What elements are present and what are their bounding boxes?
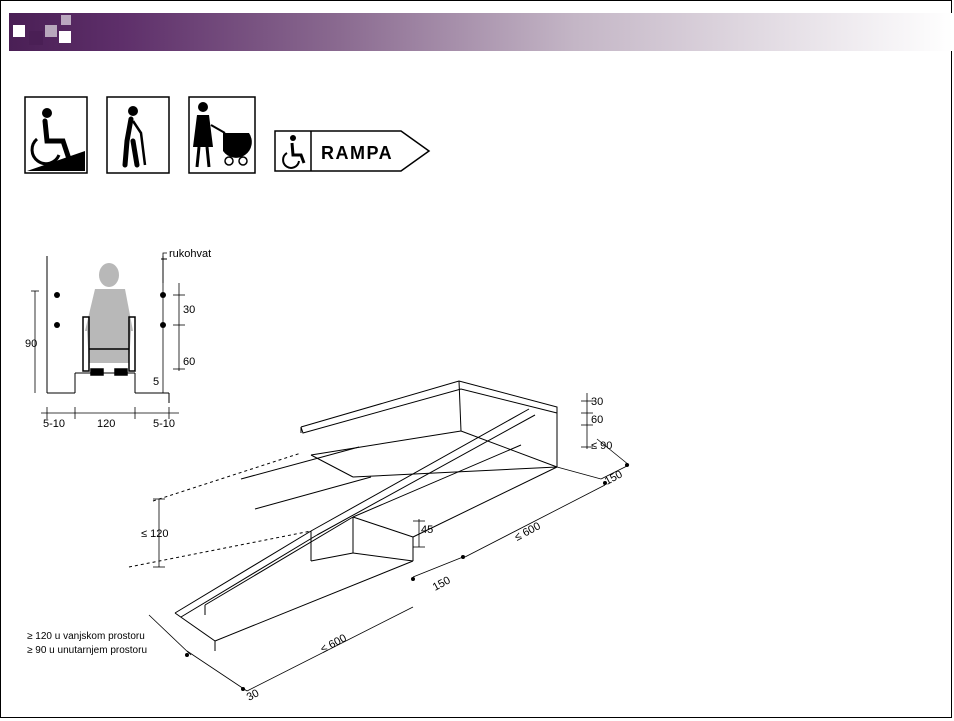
dim-left-gap-label: 5-10 (43, 418, 65, 430)
elderly-cane-icon (106, 96, 170, 174)
ramp-dim-60-top: 60 (591, 414, 603, 426)
wheelchair-frame (82, 316, 136, 376)
rampa-label: RAMPA (321, 143, 393, 163)
ramp-landing-150-mid: 150 (431, 574, 453, 593)
dim-90-label: 90 (25, 338, 37, 350)
decor-square (13, 25, 25, 37)
dim-width-label: 120 (97, 418, 115, 430)
decor-square (61, 15, 71, 25)
ramp-isometric (128, 380, 630, 692)
dim-5-label: 5 (153, 376, 159, 388)
dim-60-label: 60 (183, 356, 195, 368)
ramp-height-45: 45 (421, 524, 433, 536)
ramp-dim-30-top: 30 (591, 396, 603, 408)
wheelchair-small-icon (282, 135, 306, 169)
decor-square (29, 31, 43, 45)
ramp-dim-30-bottom: 30 (245, 687, 261, 703)
rampa-sign: RAMPA (274, 130, 431, 172)
ramp-run-600-lower: ≤ 600 (319, 632, 349, 655)
ramp-width-note-indoor: ≥ 90 u unutarnjem prostoru (27, 645, 147, 656)
stroller-icon (188, 96, 256, 174)
handrail-label: rukohvat (169, 248, 211, 260)
dim-right-gap-label: 5-10 (153, 418, 175, 430)
person-wheelchair-figure (85, 263, 133, 363)
wheelchair-ramp-icon (24, 96, 88, 174)
ramp-landing-150-top: 150 (603, 468, 625, 487)
header-gradient-bar (9, 13, 953, 51)
ramp-height-120: ≤ 120 (141, 528, 168, 540)
cross-section: rukohvat 90 30 60 5 5-10 120 5-10 (25, 248, 211, 430)
ramp-dim-90-top: ≤ 90 (591, 440, 612, 452)
decor-square (45, 25, 57, 37)
dim-30-label: 30 (183, 304, 195, 316)
decor-square (59, 31, 71, 43)
ramp-run-600-upper: ≤ 600 (513, 520, 543, 543)
ramp-width-note-outdoor: ≥ 120 u vanjskom prostoru (27, 631, 145, 642)
